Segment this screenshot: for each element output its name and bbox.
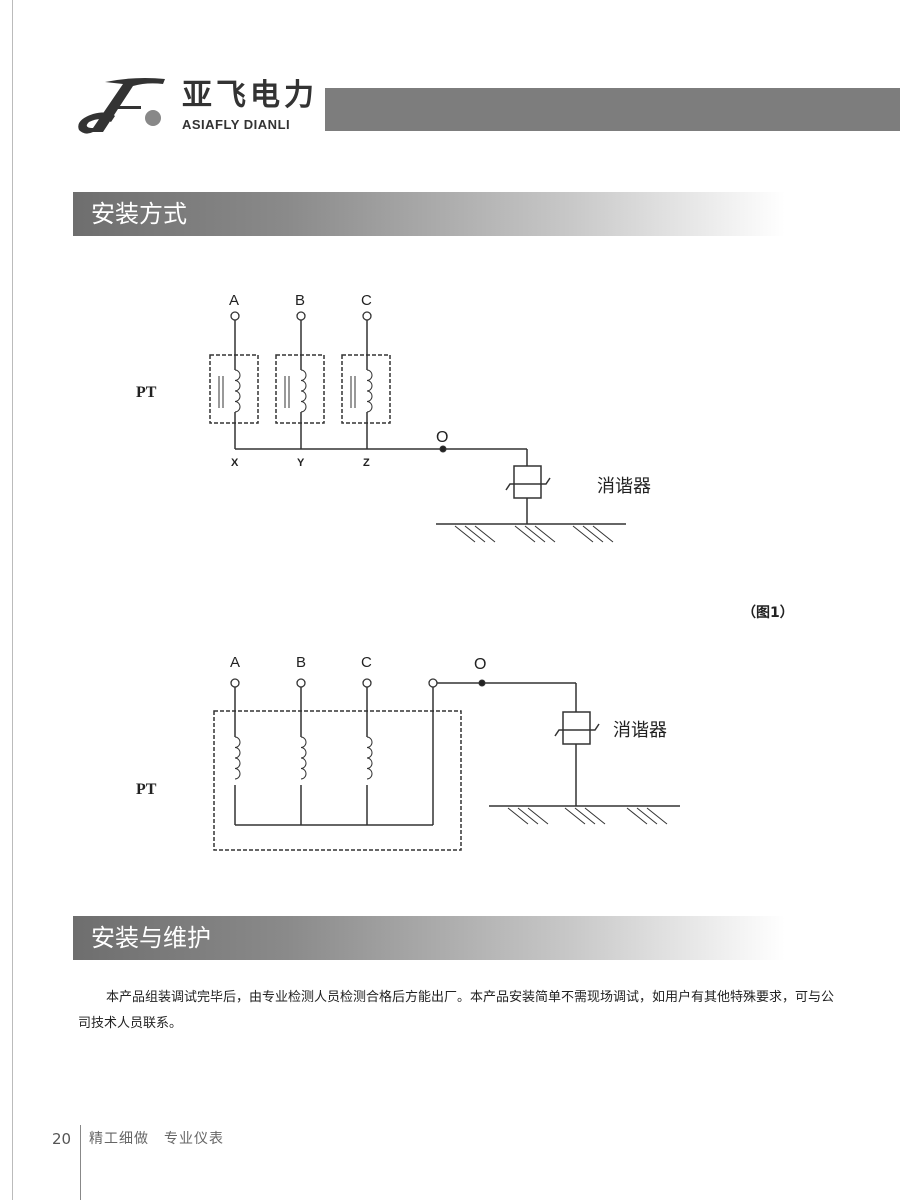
footer-slogan: 精工细做 专业仪表 <box>89 1131 224 1147</box>
wiring-diagram-1: A B C X Y Z PT O 消谐器 <box>136 292 651 543</box>
harmonic-eliminator-label: 消谐器 <box>597 476 651 496</box>
coil-winding <box>366 369 373 413</box>
coil-winding <box>234 736 241 780</box>
phase-label-b: B <box>296 654 306 671</box>
wiring-diagram-2: A B C PT O 消谐器 <box>136 654 680 851</box>
brand-name-en: ASIAFLY DIANLI <box>182 117 291 132</box>
phase-label-c: C <box>361 654 372 671</box>
phase-label-a: A <box>229 292 239 309</box>
pt-label: PT <box>136 781 157 798</box>
footer-divider <box>80 1125 81 1200</box>
coil-winding <box>366 736 373 780</box>
phase-label-b: B <box>295 292 305 309</box>
pt-label: PT <box>136 384 157 401</box>
neutral-point-label: O <box>436 429 448 446</box>
coil-winding <box>300 369 307 413</box>
figure-caption: （图1） <box>742 605 794 621</box>
neutral-label-z: Z <box>363 457 370 469</box>
phase-label-c: C <box>361 292 372 309</box>
harmonic-eliminator-label: 消谐器 <box>613 720 667 740</box>
section-title-maintenance: 安装与维护 <box>73 916 785 960</box>
coil-winding <box>300 736 307 780</box>
neutral-label-x: X <box>231 457 239 469</box>
neutral-label-y: Y <box>297 457 305 469</box>
body-paragraph: 本产品组装调试完毕后，由专业检测人员检测合格后方能出厂。本产品安装简单不需现场调… <box>78 990 835 1031</box>
header-bar <box>325 88 900 131</box>
brand-name-cn: 亚飞电力 <box>182 78 318 113</box>
coil-winding <box>234 369 241 413</box>
page-margin-line <box>12 0 13 1200</box>
section-title-installation: 安装方式 <box>73 192 785 236</box>
page-number: 20 <box>52 1130 72 1148</box>
asiafly-logo <box>78 78 165 134</box>
neutral-point-label: O <box>474 656 486 673</box>
phase-label-a: A <box>230 654 240 671</box>
